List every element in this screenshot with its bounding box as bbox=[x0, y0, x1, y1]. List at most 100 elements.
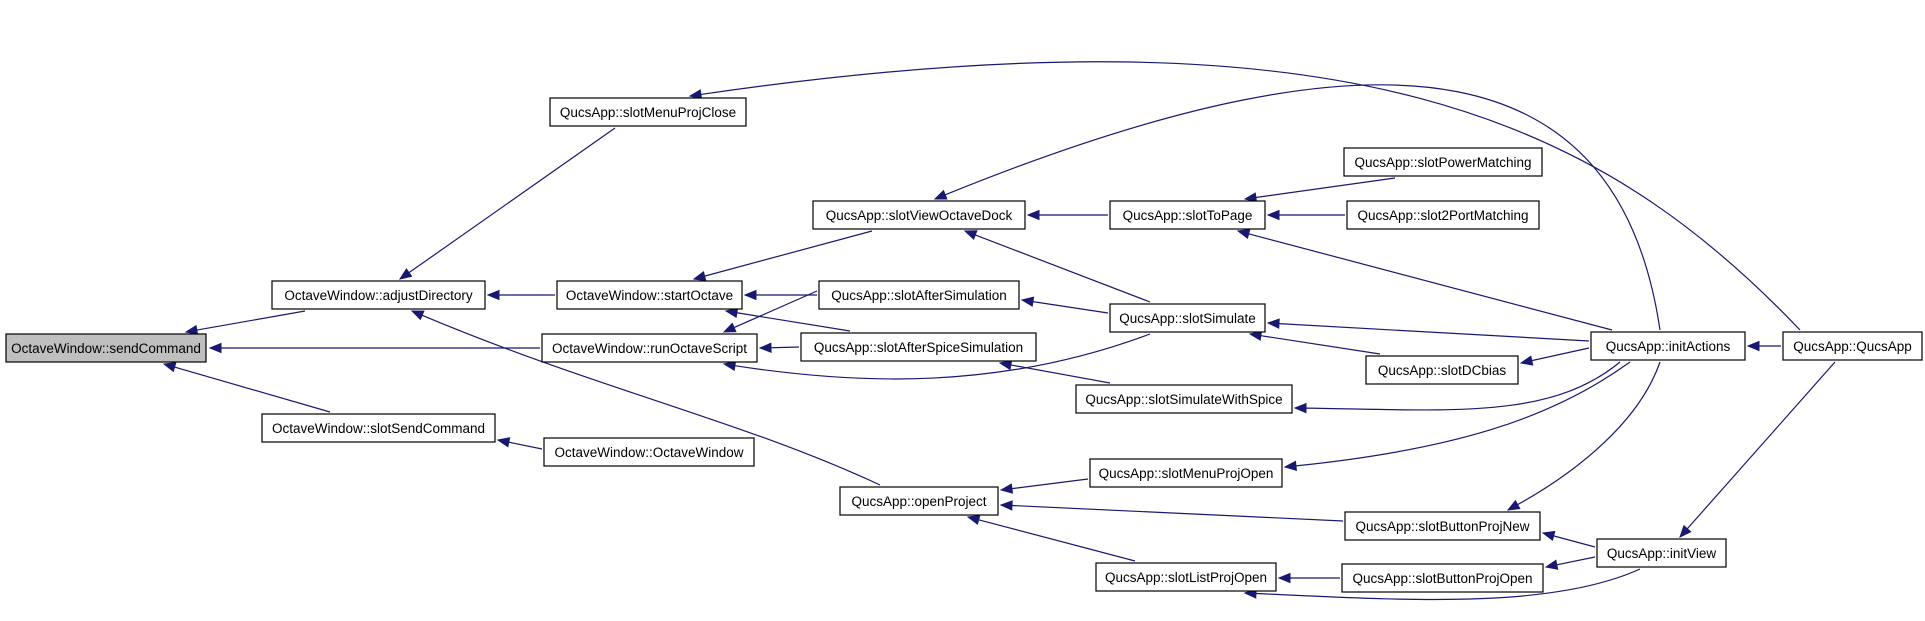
node-label: QucsApp::initActions bbox=[1606, 339, 1731, 354]
edge-initActions-to-slotSimulate bbox=[1266, 318, 1590, 342]
arrowhead-icon bbox=[208, 342, 222, 354]
node-box[interactable] bbox=[812, 200, 1026, 230]
arrowhead-icon bbox=[722, 322, 737, 333]
node-box[interactable] bbox=[1341, 563, 1544, 593]
node-initActions[interactable]: QucsApp::initActions bbox=[1590, 331, 1746, 361]
edge-slotListProjOpen-to-openProject bbox=[966, 514, 1136, 562]
edge-line bbox=[174, 366, 331, 413]
arrowhead-icon bbox=[963, 230, 978, 241]
node-initView[interactable]: QucsApp::initView bbox=[1596, 538, 1727, 568]
node-slotViewOctaveDock[interactable]: QucsApp::slotViewOctaveDock bbox=[812, 200, 1026, 230]
node-box[interactable] bbox=[1343, 147, 1543, 177]
edge-slotAfterSpiceSimulation-to-startOctave bbox=[724, 307, 851, 332]
arrowhead-icon bbox=[758, 342, 772, 353]
node-label: QucsApp::slotToPage bbox=[1123, 208, 1253, 223]
node-box[interactable] bbox=[1782, 331, 1923, 361]
arrowhead-icon bbox=[1026, 209, 1040, 221]
node-box[interactable] bbox=[800, 332, 1037, 362]
node-startOctave[interactable]: OctaveWindow::startOctave bbox=[556, 280, 743, 310]
node-openProject[interactable]: QucsApp::openProject bbox=[839, 486, 999, 516]
edge-line bbox=[1295, 361, 1631, 467]
node-slotMenuProjOpen[interactable]: QucsApp::slotMenuProjOpen bbox=[1089, 458, 1283, 488]
node-box[interactable] bbox=[1365, 355, 1519, 385]
node-qucsAppCtor[interactable]: QucsApp::QucsApp bbox=[1782, 331, 1923, 361]
node-label: QucsApp::slotSimulate bbox=[1119, 311, 1256, 326]
node-box[interactable] bbox=[1109, 200, 1266, 230]
arrowhead-icon bbox=[1506, 499, 1521, 511]
node-slotButtonProjNew[interactable]: QucsApp::slotButtonProjNew bbox=[1344, 511, 1541, 541]
node-label: OctaveWindow::startOctave bbox=[566, 288, 733, 303]
node-box[interactable] bbox=[271, 280, 486, 310]
arrowhead-icon bbox=[1293, 402, 1307, 414]
node-box[interactable] bbox=[1344, 511, 1541, 541]
edge-slotAfterSimulation-to-runOctaveScript bbox=[722, 290, 818, 333]
edge-line bbox=[421, 314, 881, 486]
node-box[interactable] bbox=[1346, 200, 1540, 230]
node-slot2PortMatching[interactable]: QucsApp::slot2PortMatching bbox=[1346, 200, 1540, 230]
edge-initView-to-slotButtonProjNew bbox=[1541, 530, 1596, 548]
node-slotSimulateWithSpice[interactable]: QucsApp::slotSimulateWithSpice bbox=[1075, 384, 1293, 414]
node-box[interactable] bbox=[543, 437, 755, 467]
nodes-layer: OctaveWindow::sendCommand OctaveWindow::a… bbox=[5, 97, 1923, 593]
edge-line bbox=[1517, 361, 1661, 506]
arrowhead-icon bbox=[724, 307, 739, 319]
arrowhead-icon bbox=[184, 324, 199, 336]
node-box[interactable] bbox=[541, 333, 758, 363]
node-box[interactable] bbox=[1075, 384, 1293, 414]
node-box[interactable] bbox=[1596, 538, 1727, 568]
edge-line bbox=[978, 519, 1136, 562]
node-box[interactable] bbox=[5, 333, 207, 363]
edge-slotSimulate-to-runOctaveScript bbox=[722, 333, 1151, 380]
node-box[interactable] bbox=[1089, 458, 1283, 488]
edge-line bbox=[733, 290, 818, 329]
node-box[interactable] bbox=[839, 486, 999, 516]
node-label: QucsApp::slotButtonProjNew bbox=[1355, 519, 1529, 534]
edge-slotSimulateWithSpice-to-slotAfterSpiceSimulation bbox=[998, 359, 1111, 384]
edge-slotButtonProjOpen-to-slotListProjOpen bbox=[1277, 572, 1340, 584]
edge-slotSimulate-to-slotViewOctaveDock bbox=[963, 230, 1151, 303]
edge-line bbox=[736, 312, 851, 332]
node-sendCommand[interactable]: OctaveWindow::sendCommand bbox=[5, 333, 207, 363]
node-label: QucsApp::slotAfterSimulation bbox=[831, 288, 1007, 303]
node-box[interactable] bbox=[818, 280, 1020, 310]
node-label: QucsApp::slotDCbias bbox=[1378, 363, 1507, 378]
node-box[interactable] bbox=[1590, 331, 1746, 361]
node-slotToPage[interactable]: QucsApp::slotToPage bbox=[1109, 200, 1266, 230]
arrowhead-icon bbox=[999, 483, 1014, 494]
node-slotMenuProjClose[interactable]: QucsApp::slotMenuProjClose bbox=[549, 97, 747, 127]
arrowhead-icon bbox=[692, 270, 707, 282]
edge-line bbox=[944, 84, 1661, 331]
edge-line bbox=[1011, 504, 1344, 522]
node-box[interactable] bbox=[261, 413, 496, 443]
edge-line bbox=[1553, 535, 1596, 548]
node-slotPowerMatching[interactable]: QucsApp::slotPowerMatching bbox=[1343, 147, 1543, 177]
node-slotAfterSimulation[interactable]: QucsApp::slotAfterSimulation bbox=[818, 280, 1020, 310]
node-slotSimulate[interactable]: QucsApp::slotSimulate bbox=[1109, 303, 1266, 333]
node-slotListProjOpen[interactable]: QucsApp::slotListProjOpen bbox=[1095, 562, 1277, 592]
node-label: QucsApp::QucsApp bbox=[1793, 339, 1912, 354]
edge-line bbox=[1248, 233, 1613, 331]
node-slotSendCommand[interactable]: OctaveWindow::slotSendCommand bbox=[261, 413, 496, 443]
node-octaveWindowCtor[interactable]: OctaveWindow::OctaveWindow bbox=[543, 437, 755, 467]
node-slotButtonProjOpen[interactable]: QucsApp::slotButtonProjOpen bbox=[1341, 563, 1544, 593]
edge-slotAfterSpiceSimulation-to-runOctaveScript bbox=[758, 342, 800, 353]
arrowhead-icon bbox=[1248, 330, 1263, 341]
arrowhead-icon bbox=[398, 268, 413, 280]
node-runOctaveScript[interactable]: OctaveWindow::runOctaveScript bbox=[541, 333, 758, 363]
node-adjustDirectory[interactable]: OctaveWindow::adjustDirectory bbox=[271, 280, 486, 310]
edge-slotDCbias-to-slotSimulate bbox=[1248, 330, 1381, 355]
edge-line bbox=[1556, 556, 1596, 566]
node-slotAfterSpiceSimulation[interactable]: QucsApp::slotAfterSpiceSimulation bbox=[800, 332, 1037, 362]
arrowhead-icon bbox=[998, 359, 1013, 371]
node-box[interactable] bbox=[549, 97, 747, 127]
edge-line bbox=[1032, 301, 1109, 314]
edge-slotToPage-to-slotViewOctaveDock bbox=[1026, 209, 1108, 221]
edge-line bbox=[1011, 478, 1089, 490]
node-box[interactable] bbox=[1095, 562, 1277, 592]
node-slotDCbias[interactable]: QucsApp::slotDCbias bbox=[1365, 355, 1519, 385]
edge-line bbox=[1531, 347, 1590, 362]
edge-openProject-to-adjustDirectory bbox=[410, 310, 881, 486]
node-box[interactable] bbox=[556, 280, 743, 310]
node-box[interactable] bbox=[1109, 303, 1266, 333]
